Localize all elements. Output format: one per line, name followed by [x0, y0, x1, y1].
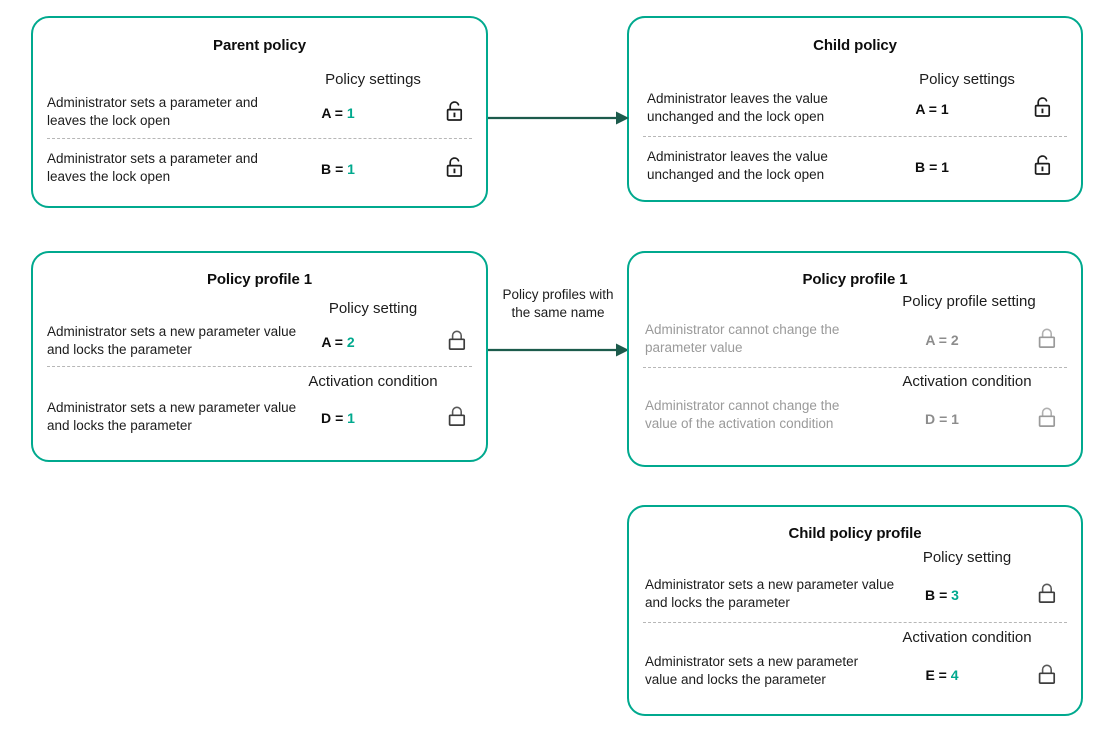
row-parameter-d: Administrator sets a new parameter value… — [33, 393, 486, 441]
row-divider — [643, 136, 1067, 137]
row-description: Administrator sets a new parameter value… — [47, 324, 297, 357]
row-param: D — [925, 411, 936, 427]
row-value: B = 1 — [283, 161, 393, 177]
row-value: D = 1 — [283, 410, 393, 426]
row-description: Administrator sets a new parameter value… — [645, 577, 895, 610]
lock-closed-icon — [447, 329, 469, 358]
card-child-policy-profile: Child policy profile Policy setting Admi… — [627, 505, 1083, 716]
row-divider — [643, 622, 1067, 623]
row-number: 3 — [951, 587, 959, 603]
row-value: A = 1 — [877, 101, 987, 117]
card-title-child-policy: Child policy — [813, 37, 897, 54]
row-value: B = 3 — [887, 587, 997, 603]
card-title-child-policy-profile: Child policy profile — [788, 525, 922, 542]
column-header-activation-condition: Activation condition — [308, 373, 438, 390]
row-number: 1 — [347, 410, 355, 426]
card-title-policy-profile-1: Policy profile 1 — [802, 271, 908, 288]
row-param: A — [321, 105, 331, 121]
row-param: A — [925, 332, 935, 348]
row-parameter-e: Administrator sets a new parameter value… — [629, 647, 1081, 713]
row-description: Administrator leaves the value unchanged… — [647, 149, 828, 182]
row-equals: = — [334, 334, 343, 350]
lock-closed-icon — [1037, 406, 1059, 435]
row-equals: = — [335, 161, 344, 177]
row-divider — [47, 366, 472, 367]
row-parameter-b: Administrator sets a new parameter value… — [629, 569, 1081, 619]
lock-open-icon — [445, 156, 467, 185]
column-header-activation-condition: Activation condition — [902, 629, 1032, 646]
row-parameter-a: Administrator leaves the value unchanged… — [629, 82, 1081, 134]
row-param: B — [915, 159, 926, 175]
card-policy-profile-1-left: Policy profile 1 Policy setting Administ… — [31, 251, 488, 462]
arrow-profile-to-profile — [488, 340, 630, 360]
row-value: B = 1 — [877, 159, 987, 175]
lock-closed-icon — [1037, 663, 1059, 692]
card-title-policy-profile-1: Policy profile 1 — [206, 271, 313, 288]
row-param: B — [925, 587, 936, 603]
lock-closed-icon — [1037, 582, 1059, 611]
row-parameter-a: Administrator sets a parameter and leave… — [33, 88, 486, 138]
lock-open-icon — [445, 100, 467, 129]
row-number: 1 — [346, 105, 355, 121]
row-number: 2 — [950, 332, 959, 348]
row-value: A = 2 — [283, 334, 393, 350]
lock-closed-icon — [1037, 327, 1059, 356]
column-header-activation-condition: Activation condition — [902, 373, 1032, 390]
row-parameter-b: Administrator leaves the value unchanged… — [629, 142, 1081, 194]
column-header-policy-profile-setting: Policy profile setting — [902, 293, 1036, 310]
row-param: D — [321, 410, 332, 426]
row-description: Administrator cannot change the paramete… — [645, 322, 840, 355]
row-equals: = — [939, 587, 948, 603]
row-number: 1 — [940, 101, 949, 117]
row-value: A = 2 — [887, 332, 997, 348]
row-description: Administrator cannot change the value of… — [645, 398, 840, 431]
row-number: 1 — [347, 161, 355, 177]
row-divider — [47, 138, 472, 139]
row-equals: = — [938, 667, 947, 683]
row-number: 1 — [941, 159, 949, 175]
card-title-parent-policy: Parent policy — [213, 37, 306, 54]
column-header-policy-setting: Policy setting — [328, 300, 418, 317]
row-param: A — [915, 101, 925, 117]
row-parameter-a: Administrator sets a new parameter value… — [33, 317, 486, 365]
lock-open-icon — [1033, 96, 1055, 125]
row-value: D = 1 — [887, 411, 997, 427]
arrow-parent-to-child — [488, 108, 630, 128]
row-number: 1 — [951, 411, 959, 427]
lock-closed-icon — [447, 405, 469, 434]
row-value: E = 4 — [887, 667, 997, 683]
row-value: A = 1 — [283, 105, 393, 121]
row-number: 4 — [950, 667, 959, 683]
row-param: B — [321, 161, 332, 177]
row-description: Administrator sets a parameter and leave… — [47, 151, 258, 184]
row-description: Administrator sets a new parameter value… — [645, 654, 859, 687]
card-child-policy: Child policy Policy settings Administrat… — [627, 16, 1083, 202]
row-equals: = — [928, 101, 937, 117]
arrow-label-policy-profiles-same-name: Policy profiles with the same name — [502, 287, 614, 320]
card-parent-policy: Parent policy Policy settings Administra… — [31, 16, 488, 208]
row-equals: = — [938, 332, 947, 348]
row-param: A — [321, 334, 331, 350]
row-divider — [643, 367, 1067, 368]
row-parameter-a: Administrator cannot change the paramete… — [629, 313, 1081, 365]
card-policy-profile-1-right: Policy profile 1 Policy profile setting … — [627, 251, 1083, 467]
row-parameter-b: Administrator sets a parameter and leave… — [33, 144, 486, 194]
row-number: 2 — [346, 334, 355, 350]
column-header-policy-setting: Policy setting — [922, 549, 1012, 566]
row-equals: = — [335, 410, 344, 426]
row-param: E — [925, 667, 935, 683]
row-description: Administrator leaves the value unchanged… — [647, 91, 828, 124]
row-parameter-d: Administrator cannot change the value of… — [629, 391, 1081, 457]
lock-open-icon — [1033, 154, 1055, 183]
row-equals: = — [334, 105, 343, 121]
column-header-policy-settings: Policy settings — [919, 71, 1015, 88]
row-equals: = — [929, 159, 938, 175]
row-description: Administrator sets a new parameter value… — [47, 400, 297, 433]
column-header-policy-settings: Policy settings — [325, 71, 421, 88]
row-description: Administrator sets a parameter and leave… — [47, 95, 258, 128]
row-equals: = — [939, 411, 948, 427]
